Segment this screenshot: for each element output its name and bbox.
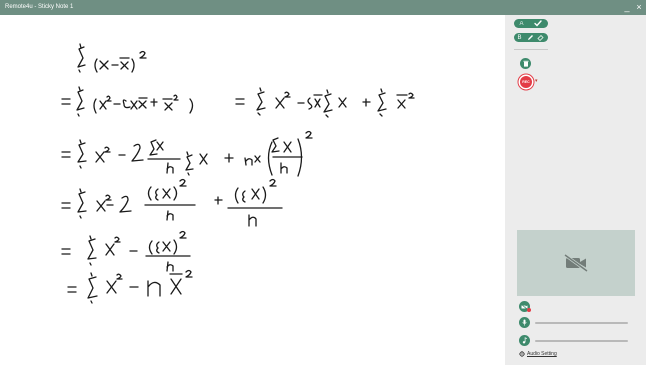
record-button[interactable]: REC bbox=[520, 76, 532, 88]
draw-tool-group: B bbox=[514, 33, 548, 42]
music-volume-slider[interactable] bbox=[535, 340, 628, 342]
delete-button[interactable] bbox=[520, 58, 531, 69]
toolbar-divider bbox=[514, 49, 548, 50]
music-note-icon bbox=[522, 337, 527, 344]
camera-off-icon bbox=[521, 303, 528, 310]
camera-status-dot bbox=[527, 308, 531, 312]
ink-line-6 bbox=[67, 269, 193, 304]
pen-tool-button[interactable] bbox=[525, 33, 535, 42]
ink-line-3 bbox=[61, 130, 313, 177]
window-title: Remote4u - Sticky Note 1 bbox=[5, 4, 74, 10]
handwriting-layer bbox=[61, 43, 415, 304]
confirm-button[interactable] bbox=[529, 19, 546, 28]
ink-line-5 bbox=[61, 230, 191, 272]
audio-setting-link[interactable]: Audio Setting bbox=[519, 351, 557, 357]
bold-tool-button[interactable]: B bbox=[517, 34, 522, 41]
text-tool-group: A bbox=[514, 19, 548, 28]
camera-toggle-button[interactable] bbox=[519, 301, 530, 312]
microphone-volume-slider[interactable] bbox=[535, 322, 628, 324]
audio-setting-label: Audio Setting bbox=[527, 351, 557, 357]
ink-line-4 bbox=[61, 178, 283, 227]
microphone-icon bbox=[522, 319, 527, 326]
title-bar: Remote4u - Sticky Note 1 _ × bbox=[0, 0, 646, 15]
trash-icon bbox=[522, 60, 529, 67]
gear-icon bbox=[519, 351, 525, 357]
ink-line-2 bbox=[61, 86, 415, 118]
eraser-icon bbox=[537, 34, 544, 41]
microphone-button[interactable] bbox=[519, 317, 530, 328]
pen-icon bbox=[527, 35, 533, 40]
sticky-note-canvas[interactable] bbox=[0, 15, 505, 365]
close-button[interactable]: × bbox=[636, 2, 642, 12]
record-options-caret[interactable]: ▾ bbox=[535, 78, 538, 84]
text-tool-button[interactable]: A bbox=[519, 20, 524, 27]
video-off-icon bbox=[564, 254, 588, 272]
minimize-button[interactable]: _ bbox=[624, 2, 630, 12]
music-button[interactable] bbox=[519, 335, 530, 346]
video-preview bbox=[517, 230, 635, 296]
record-icon: REC bbox=[522, 80, 530, 84]
check-icon bbox=[533, 20, 542, 27]
control-panel: A B REC ▾ bbox=[505, 15, 646, 365]
ink-line-1 bbox=[77, 43, 147, 73]
eraser-tool-button[interactable] bbox=[535, 33, 546, 42]
